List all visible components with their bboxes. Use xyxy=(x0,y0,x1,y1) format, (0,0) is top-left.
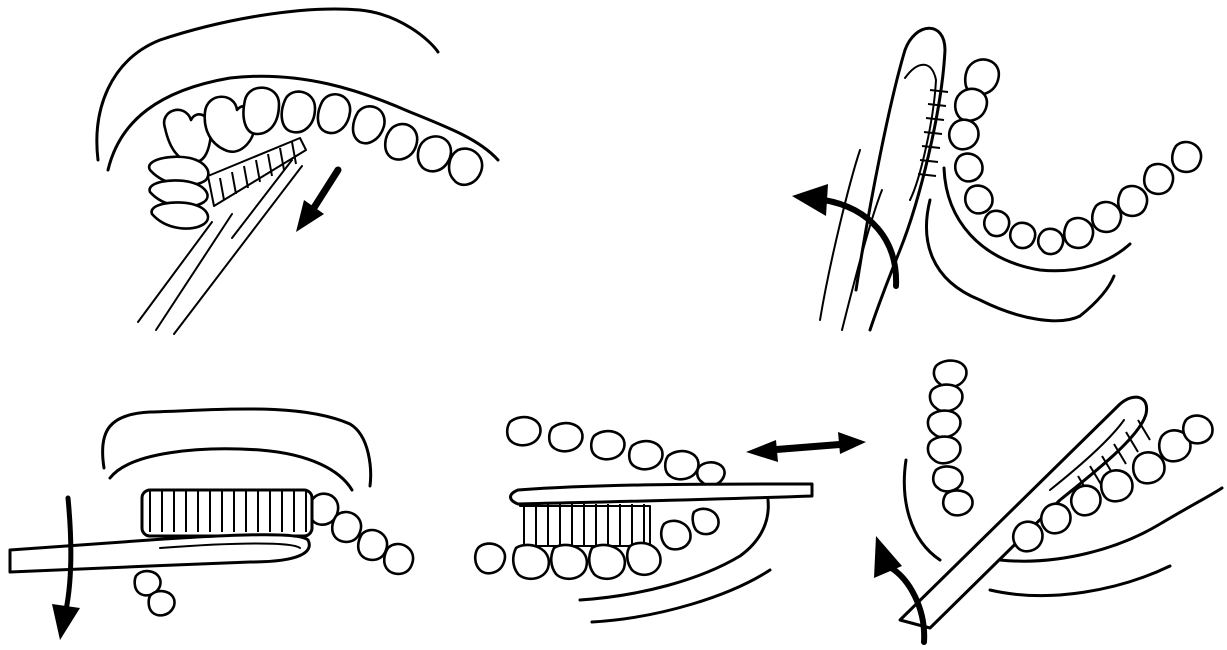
arrow-rotate-up-icon-5 xyxy=(874,536,924,642)
molar-stack-left xyxy=(149,157,208,229)
upper-front-teeth xyxy=(309,494,413,574)
lower-teeth-inner-row xyxy=(949,59,1201,254)
upper-molars-stack-5 xyxy=(928,361,973,516)
upper-teeth-row xyxy=(164,88,482,185)
arrow-back-and-forth-icon xyxy=(746,432,866,462)
lower-jaw-outline xyxy=(927,200,1114,321)
toothbrush-3 xyxy=(10,490,312,572)
lower-teeth-small xyxy=(135,571,175,615)
upper-molars-row-4 xyxy=(507,417,724,485)
toothbrush-2 xyxy=(820,28,948,330)
panel-upper-teeth-outer-surface xyxy=(97,9,498,334)
arrow-rotate-up-icon xyxy=(792,184,896,286)
arrow-down-sweep-icon xyxy=(296,170,338,232)
chin-line-5 xyxy=(990,566,1170,596)
panel-lower-teeth-inner-surface xyxy=(792,28,1201,330)
panel-chewing-surfaces xyxy=(475,417,866,622)
gum-line-3 xyxy=(110,449,352,490)
panel-lower-teeth-outer-surface xyxy=(874,361,1222,642)
panel-front-teeth-upper-outer xyxy=(10,409,413,640)
bristles-4 xyxy=(524,504,644,546)
